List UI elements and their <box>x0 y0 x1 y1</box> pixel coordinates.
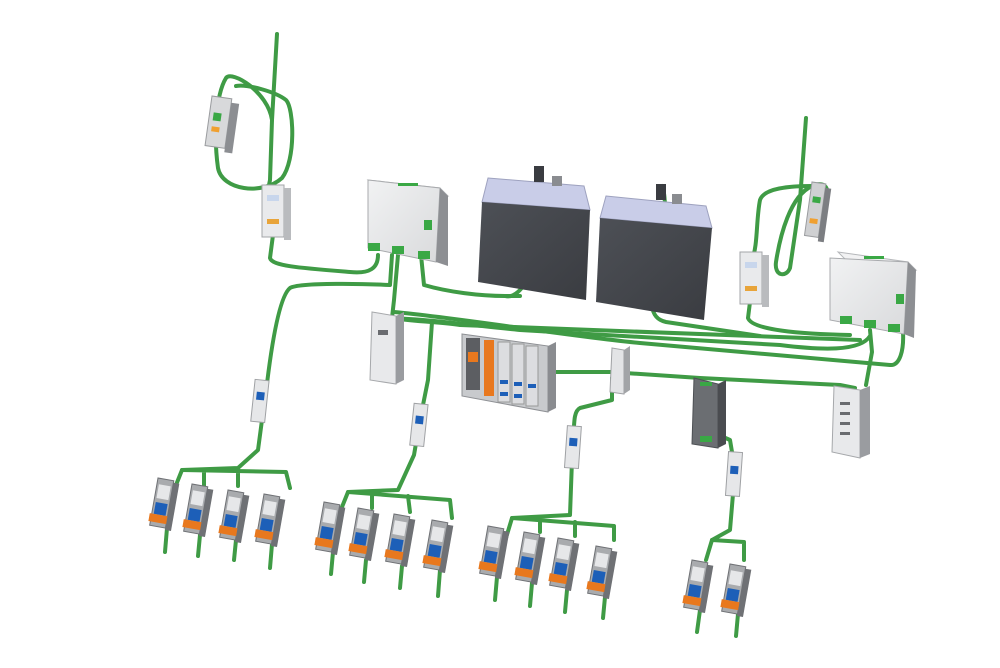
plc-io-cards <box>497 341 539 407</box>
relay-module-g1-r3[interactable] <box>217 489 250 544</box>
control-module-left[interactable] <box>369 311 404 385</box>
relay-layer <box>147 477 752 618</box>
relay-module-g1-r2[interactable] <box>181 483 214 538</box>
circuit-breaker-left[interactable] <box>261 184 291 240</box>
psu2-terminals <box>840 316 900 332</box>
cable-breaker-psu1 <box>268 233 380 275</box>
relay-module-g3-r2[interactable] <box>513 531 546 586</box>
power-supply-1[interactable] <box>366 179 450 266</box>
cable-right-loop <box>750 184 814 262</box>
psu1-terminals <box>368 243 430 259</box>
cable-branch-bar-2 <box>346 490 454 520</box>
cable-bus-1 <box>378 316 872 351</box>
circuit-breaker-right[interactable] <box>739 251 769 307</box>
cable-bus-3 <box>543 370 857 390</box>
relay-module-g1-r4[interactable] <box>253 493 286 548</box>
cable-branch-bar-3 <box>510 516 616 542</box>
control-module-right[interactable] <box>831 385 870 459</box>
io-device-dark[interactable] <box>691 377 726 449</box>
terminal-junction[interactable] <box>609 346 630 395</box>
relay-module-g3-r4[interactable] <box>585 545 618 600</box>
cable-bus-2 <box>392 310 906 367</box>
plc-rack[interactable] <box>461 333 556 413</box>
cable-branch-bar-4 <box>710 538 746 562</box>
relay-module-g1-r1[interactable] <box>147 477 180 532</box>
relay-output-stubs <box>163 526 740 638</box>
relay-module-g2-r3[interactable] <box>383 513 416 568</box>
transformer-2[interactable] <box>596 184 713 320</box>
cable-psu2-out <box>864 328 874 387</box>
transformer-1[interactable] <box>478 166 591 300</box>
surge-protector-right[interactable] <box>803 181 832 243</box>
relay-module-g4-r2[interactable] <box>719 563 752 618</box>
relay-module-g2-r2[interactable] <box>347 507 380 562</box>
inline-fuse-3[interactable] <box>563 425 582 470</box>
relay-module-g2-r1[interactable] <box>313 501 346 556</box>
inline-fuse-1[interactable] <box>250 378 270 424</box>
cable-breaker-psu2 <box>746 300 852 337</box>
inline-fuse-2[interactable] <box>409 402 429 448</box>
cable-psu1-out-a <box>264 253 394 394</box>
cable-layer <box>172 32 906 562</box>
relay-module-g3-r3[interactable] <box>547 537 580 592</box>
relay-module-g4-r1[interactable] <box>681 559 714 614</box>
inline-fuse-4[interactable] <box>724 451 744 497</box>
surge-protector-left[interactable] <box>204 95 240 154</box>
cable-psu1-out-c <box>419 253 522 298</box>
power-supply-2[interactable] <box>829 251 918 338</box>
cable-branch-bar-1 <box>180 468 292 490</box>
cable-loop-left <box>213 74 295 191</box>
relay-module-g2-r4[interactable] <box>421 519 454 574</box>
relay-module-g3-r1[interactable] <box>477 525 510 580</box>
